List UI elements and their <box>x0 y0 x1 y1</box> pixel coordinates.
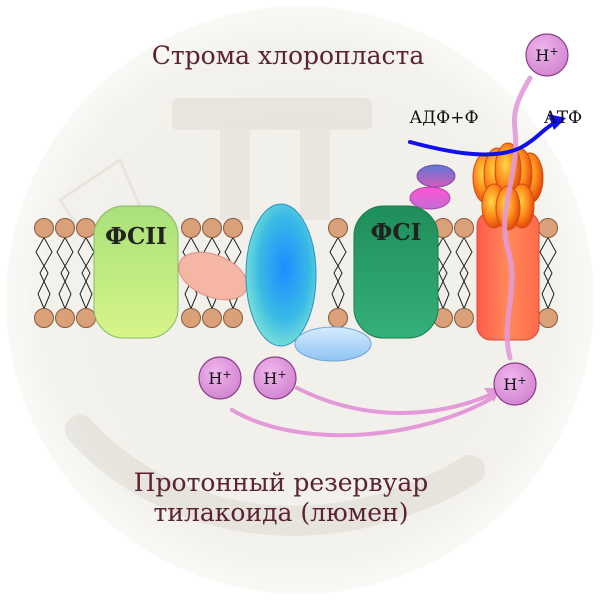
lipid-head <box>181 308 201 328</box>
lumen-title-line2: тилакоида (люмен) <box>154 498 409 527</box>
atp-synthesis-arrowhead <box>548 114 566 130</box>
lipid-tail <box>539 237 553 309</box>
proton-flow-middle <box>295 386 492 415</box>
lipid-head <box>34 308 54 328</box>
lipid-head <box>76 218 96 238</box>
lipid-tail <box>81 237 95 309</box>
lipid-head <box>202 218 222 238</box>
atp-label: АТФ <box>544 108 582 128</box>
lipid-tail <box>60 237 74 309</box>
proton-ion-stroma-label: H+ <box>535 45 558 65</box>
lipid-head <box>76 308 96 328</box>
lipid-tail <box>333 237 347 309</box>
plastocyanin-carrier <box>294 326 372 362</box>
proton-flow-left <box>230 395 496 438</box>
adp-plus-phosphate-label: АДФ+Ф <box>409 108 478 128</box>
lipid-head <box>223 308 243 328</box>
proton-ion-atp-synthase: H+ <box>493 362 537 406</box>
lipid-tail <box>438 237 452 309</box>
psii-label: ФСII <box>105 223 167 250</box>
photosystem-ii: ФСII <box>93 205 179 339</box>
photosystem-i: ФСI <box>353 205 439 339</box>
lipid-head <box>55 308 75 328</box>
background-watermark <box>57 98 485 536</box>
lipid-head <box>538 308 558 328</box>
lipid-head <box>454 308 474 328</box>
lipid-tail <box>329 237 343 309</box>
cytochrome-b6f-complex <box>245 203 317 347</box>
lipid-head <box>454 218 474 238</box>
ferredoxin-carrier <box>409 186 451 210</box>
atp-synthase-head <box>472 142 544 231</box>
lipid-head <box>223 218 243 238</box>
fnr-enzyme <box>416 164 456 188</box>
lipid-head <box>538 218 558 238</box>
lipid-tail <box>77 237 91 309</box>
lipid-tail <box>56 237 70 309</box>
lipid-head <box>328 218 348 238</box>
proton-ion-lumen-middle: H+ <box>253 356 297 400</box>
stroma-title: Строма хлоропласта <box>152 41 425 70</box>
lipid-tail <box>459 237 473 309</box>
atp-synthesis-arrow <box>408 120 558 157</box>
lipid-tail <box>39 237 53 309</box>
lipid-head <box>202 308 222 328</box>
lipid-head <box>34 218 54 238</box>
lumen-title-line1: Протонный резервуар <box>134 468 429 497</box>
psi-label: ФСI <box>371 219 422 246</box>
proton-flow-through-synthase <box>502 75 533 361</box>
proton-ion-lumen-left-label: H+ <box>208 368 231 388</box>
lipid-head <box>55 218 75 238</box>
lipid-bilayer <box>34 218 558 328</box>
lipid-tail <box>35 237 49 309</box>
proton-ion-atp-synthase-label: H+ <box>503 374 526 394</box>
proton-ion-lumen-left: H+ <box>198 356 242 400</box>
lipid-tail <box>455 237 469 309</box>
proton-ion-lumen-middle-label: H+ <box>263 368 286 388</box>
proton-ion-stroma: H+ <box>525 33 569 77</box>
lipid-head <box>328 308 348 328</box>
lipid-head <box>181 218 201 238</box>
lipid-tail <box>543 237 557 309</box>
